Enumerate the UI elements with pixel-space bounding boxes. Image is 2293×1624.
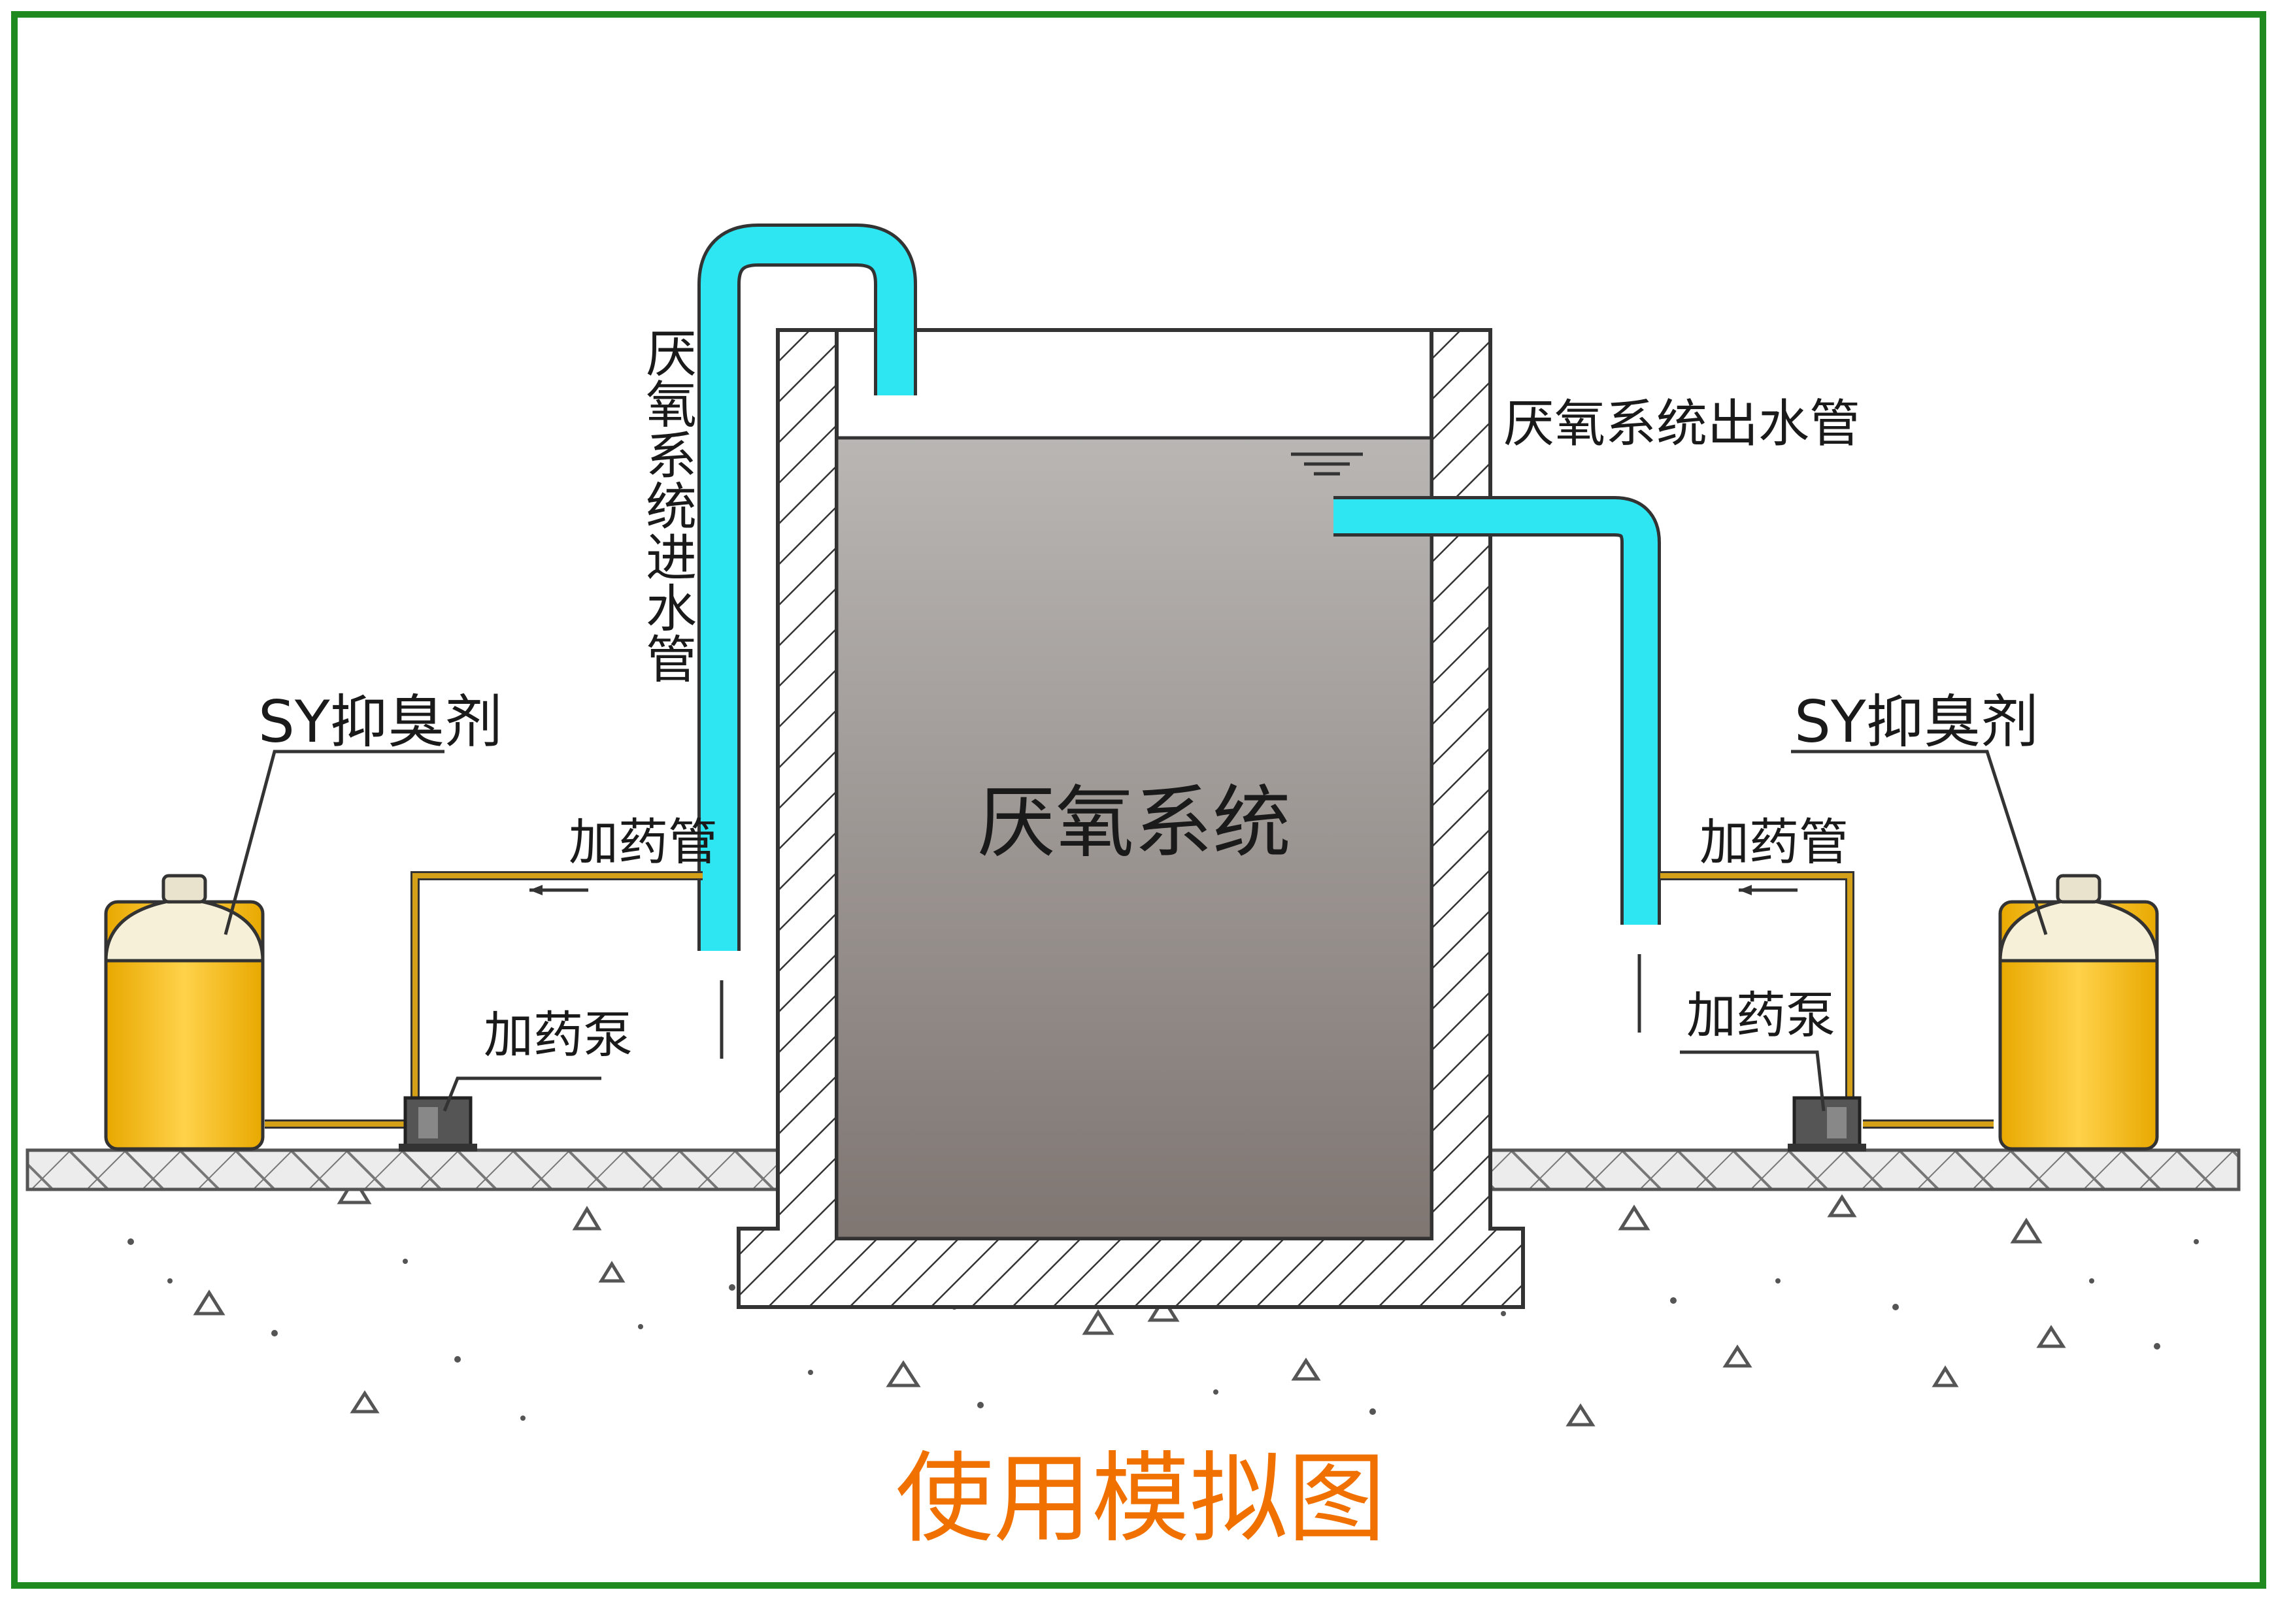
outlet-pipe-label: 厌氧系统出水管 bbox=[1503, 395, 1860, 454]
leader-lines bbox=[224, 750, 2048, 1112]
right-dosing-line bbox=[1660, 871, 1994, 1129]
ground-slab-left bbox=[25, 1148, 780, 1191]
right-pump-label: 加药泵 bbox=[1686, 986, 1835, 1044]
tank-label: 厌氧系统 bbox=[977, 778, 1291, 869]
right-dosing-pipe-label: 加药管 bbox=[1699, 813, 1849, 871]
ground-slab-right bbox=[1485, 1148, 2241, 1191]
right-chemical-tank bbox=[1998, 874, 2159, 1151]
right-tank-label: SY抑臭剂 bbox=[1794, 688, 2039, 755]
left-dosing-line bbox=[265, 871, 703, 1129]
left-tank-label: SY抑臭剂 bbox=[258, 688, 503, 755]
inlet-pipe-label: 厌氧系统进水管 bbox=[637, 327, 696, 684]
left-dosing-pipe-label: 加药管 bbox=[569, 813, 718, 871]
soil-gravel bbox=[193, 1176, 2066, 1427]
tank-liquid bbox=[835, 436, 1433, 1240]
caption: 使用模拟图 bbox=[895, 1442, 1386, 1556]
right-pump bbox=[1788, 1096, 1866, 1152]
left-chemical-tank bbox=[104, 874, 265, 1151]
water-level-symbol bbox=[1291, 452, 1363, 476]
left-pump bbox=[399, 1096, 477, 1152]
left-pump-label: 加药泵 bbox=[484, 1006, 633, 1064]
